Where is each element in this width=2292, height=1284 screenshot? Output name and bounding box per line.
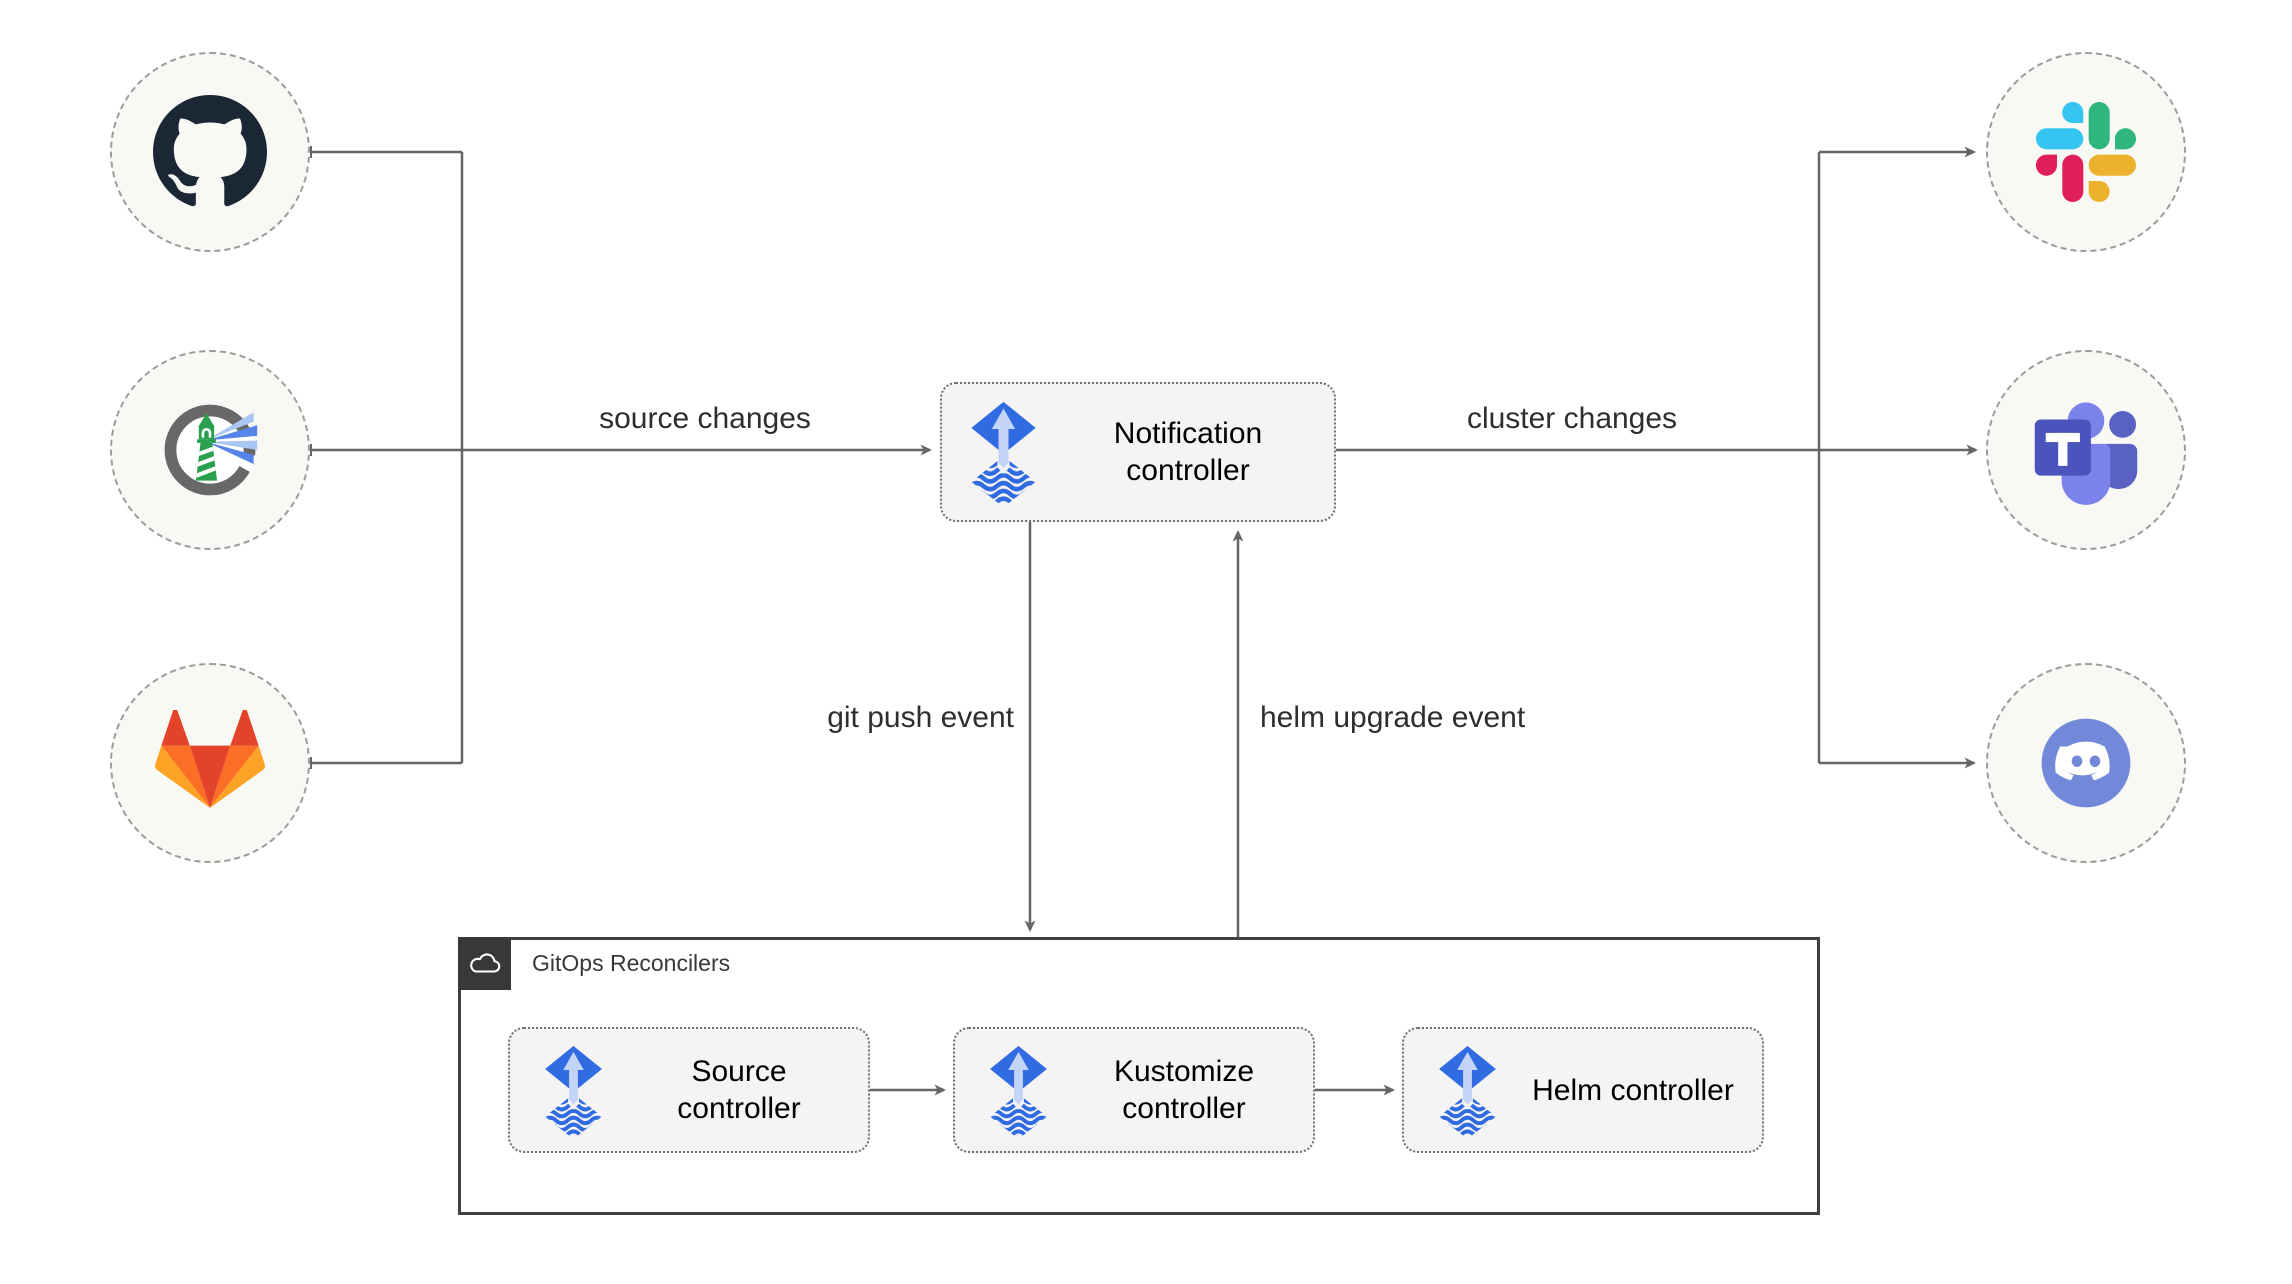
gitops-reconcilers-badge <box>458 937 511 990</box>
flux-icon <box>968 398 1039 510</box>
helm-controller-box: Helm controller <box>1402 1027 1764 1153</box>
edge-label-git-push-event: git push event <box>827 701 1014 734</box>
discord-icon <box>2026 703 2146 823</box>
kustomize-controller-label: Kustomize controller <box>1113 1055 1255 1125</box>
harbor-icon <box>151 391 269 509</box>
gitops-reconcilers-title: GitOps Reconcilers <box>532 950 731 976</box>
cloud-icon <box>467 949 503 979</box>
node-gitlab <box>110 663 310 863</box>
node-github <box>110 52 310 252</box>
gitlab-icon <box>155 710 265 816</box>
node-slack <box>1986 52 2186 252</box>
flux-icon <box>987 1043 1050 1141</box>
kustomize-controller-box: Kustomize controller <box>953 1027 1315 1153</box>
node-harbor <box>110 350 310 550</box>
edge-label-cluster-changes: cluster changes <box>1466 402 1678 435</box>
helm-controller-label: Helm controller <box>1532 1073 1734 1107</box>
flux-icon <box>542 1043 605 1141</box>
flux-icon <box>1436 1043 1499 1141</box>
github-icon <box>153 95 267 209</box>
source-controller-box: Source controller <box>508 1027 870 1153</box>
node-microsoft-teams <box>1986 350 2186 550</box>
node-discord <box>1986 663 2186 863</box>
gitops-reconcilers-container <box>458 937 1820 1215</box>
slack-icon <box>2036 102 2136 202</box>
microsoft-teams-icon <box>2025 389 2147 511</box>
notification-controller-label: Notification controller <box>1113 417 1263 487</box>
edge-label-helm-upgrade-event: helm upgrade event <box>1260 701 1526 734</box>
source-controller-label: Source controller <box>677 1055 801 1125</box>
notification-controller-box: Notification controller <box>940 382 1336 522</box>
edge-label-source-changes: source changes <box>599 402 811 435</box>
